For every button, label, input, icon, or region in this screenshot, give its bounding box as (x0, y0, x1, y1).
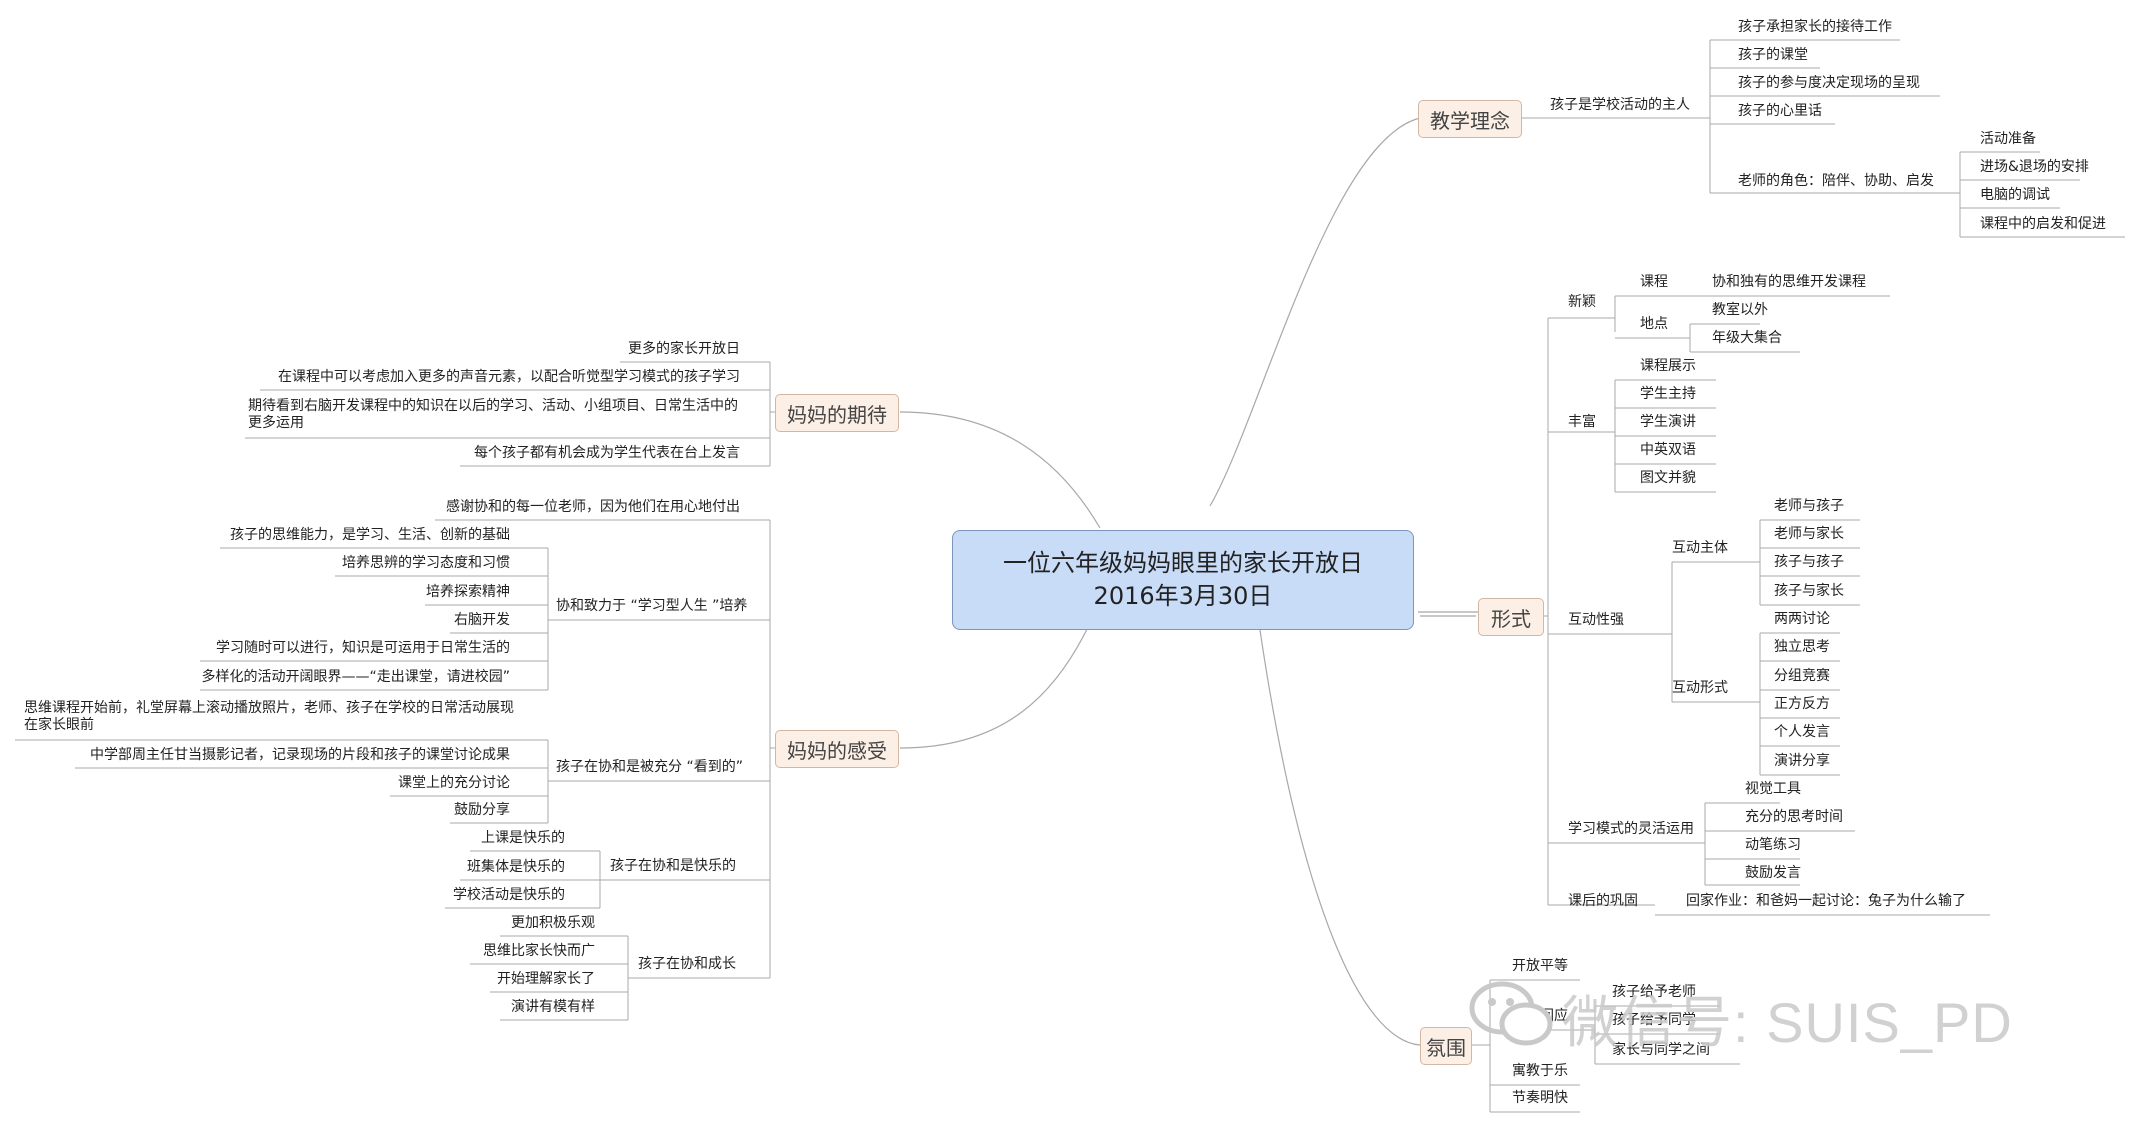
kandao-item-1[interactable]: 中学部周主任甘当摄影记者，记录现场的片段和孩子的课堂讨论成果 (90, 747, 510, 763)
xuexi-label[interactable]: 协和致力于 “学习型人生 ”培养 (556, 598, 748, 614)
chengzhang-item-2[interactable]: 开始理解家长了 (497, 971, 595, 987)
xuexi-item-4[interactable]: 学习随时可以进行，知识是可运用于日常生活的 (216, 640, 510, 656)
moshi-item-3[interactable]: 鼓励发言 (1745, 865, 1801, 881)
jiaoxue-item-4[interactable]: 老师的角色：陪伴、协助、启发 (1738, 173, 1934, 189)
chengzhang-item-1[interactable]: 思维比家长快而广 (483, 943, 595, 959)
didian-item-0[interactable]: 教室以外 (1712, 302, 1768, 318)
didian-item-1[interactable]: 年级大集合 (1712, 330, 1782, 346)
qidai-item-3[interactable]: 每个孩子都有机会成为学生代表在台上发言 (474, 445, 740, 461)
fengfu-label[interactable]: 丰富 (1568, 414, 1596, 430)
chengzhang-item-0[interactable]: 更加积极乐观 (511, 915, 595, 931)
gonggu-item[interactable]: 回家作业：和爸妈一起讨论：兔子为什么输了 (1686, 893, 1966, 909)
jiaoxue-sub[interactable]: 孩子是学校活动的主人 (1550, 97, 1690, 113)
topic-fenwei[interactable]: 氛围 (1420, 1027, 1472, 1065)
qidai-item-2[interactable]: 期待看到右脑开发课程中的知识在以后的学习、活动、小组项目、日常生活中的更多运用 (248, 398, 738, 431)
topic-ganshou-label: 妈妈的感受 (787, 738, 887, 763)
hudong-xingshi-label[interactable]: 互动形式 (1672, 680, 1728, 696)
xuexi-item-1[interactable]: 培养思辨的学习态度和习惯 (342, 555, 510, 571)
topic-ganshou[interactable]: 妈妈的感受 (775, 730, 899, 768)
fenwei-item-0[interactable]: 开放平等 (1512, 958, 1568, 974)
moshi-label[interactable]: 学习模式的灵活运用 (1568, 821, 1694, 837)
jiaoxue-item-2[interactable]: 孩子的参与度决定现场的呈现 (1738, 75, 1920, 91)
zhuti-item-2[interactable]: 孩子与孩子 (1774, 554, 1844, 570)
kuaile-label[interactable]: 孩子在协和是快乐的 (610, 858, 736, 874)
huiying-item-1[interactable]: 孩子给予同学 (1612, 1012, 1696, 1028)
qidai-item-1[interactable]: 在课程中可以考虑加入更多的声音元素，以配合听觉型学习模式的孩子学习 (278, 369, 740, 385)
kuaile-item-1[interactable]: 班集体是快乐的 (467, 859, 565, 875)
moshi-item-1[interactable]: 充分的思考时间 (1745, 809, 1843, 825)
zhuti-label[interactable]: 互动主体 (1672, 540, 1728, 556)
xingshi-item-2[interactable]: 分组竞赛 (1774, 668, 1830, 684)
ganshou-thanks[interactable]: 感谢协和的每一位老师，因为他们在用心地付出 (446, 499, 740, 515)
fengfu-item-2[interactable]: 学生演讲 (1640, 414, 1696, 430)
central-date: 2016年3月30日 (1093, 582, 1273, 610)
central-topic[interactable]: 一位六年级妈妈眼里的家长开放日 2016年3月30日 (952, 530, 1414, 630)
watermark-text: 微信号: SUIS_PD (1562, 991, 2013, 1054)
teacher-item-1[interactable]: 进场&退场的安排 (1980, 159, 2089, 175)
kuaile-item-0[interactable]: 上课是快乐的 (481, 830, 565, 846)
wechat-icon (1469, 981, 1553, 1046)
central-title: 一位六年级妈妈眼里的家长开放日 (1003, 549, 1363, 577)
jiaoxue-item-0[interactable]: 孩子承担家长的接待工作 (1738, 19, 1892, 35)
moshi-item-0[interactable]: 视觉工具 (1745, 781, 1801, 797)
xuexi-item-5[interactable]: 多样化的活动开阔眼界——“走出课堂，请进校园” (201, 669, 510, 685)
qidai-item-0[interactable]: 更多的家长开放日 (628, 341, 740, 357)
chengzhang-label[interactable]: 孩子在协和成长 (638, 956, 736, 972)
xingshi-item-3[interactable]: 正方反方 (1774, 696, 1830, 712)
moshi-item-2[interactable]: 动笔练习 (1745, 837, 1801, 853)
kandao-item-0[interactable]: 思维课程开始前，礼堂屏幕上滚动播放照片，老师、孩子在学校的日常活动展现在家长眼前 (24, 700, 514, 733)
topic-xingshi-label: 形式 (1491, 606, 1531, 631)
topic-fenwei-label: 氛围 (1426, 1035, 1466, 1060)
fengfu-item-1[interactable]: 学生主持 (1640, 386, 1696, 402)
xingshi-item-5[interactable]: 演讲分享 (1774, 753, 1830, 769)
didian-label[interactable]: 地点 (1640, 316, 1668, 332)
kecheng-label[interactable]: 课程 (1640, 274, 1668, 290)
huiying-item-2[interactable]: 家长与同学之间 (1612, 1042, 1710, 1058)
kandao-item-3[interactable]: 鼓励分享 (454, 802, 510, 818)
zhuti-item-3[interactable]: 孩子与家长 (1774, 583, 1844, 599)
kandao-item-2[interactable]: 课堂上的充分讨论 (398, 775, 510, 791)
xingshi-item-0[interactable]: 两两讨论 (1774, 611, 1830, 627)
kuaile-item-2[interactable]: 学校活动是快乐的 (453, 887, 565, 903)
teacher-item-2[interactable]: 电脑的调试 (1980, 187, 2050, 203)
gonggu-label[interactable]: 课后的巩固 (1568, 893, 1638, 909)
topic-xingshi[interactable]: 形式 (1478, 598, 1544, 636)
hudong-label[interactable]: 互动性强 (1568, 612, 1624, 628)
zhuti-item-0[interactable]: 老师与孩子 (1774, 498, 1844, 514)
topic-jiaoxue[interactable]: 教学理念 (1418, 100, 1522, 138)
kecheng-item[interactable]: 协和独有的思维开发课程 (1712, 274, 1866, 290)
xuexi-item-3[interactable]: 右脑开发 (454, 612, 510, 628)
fengfu-item-4[interactable]: 图文并貌 (1640, 470, 1696, 486)
zhuti-item-1[interactable]: 老师与家长 (1774, 526, 1844, 542)
fenwei-item-1[interactable]: 寓教于乐 (1512, 1063, 1568, 1079)
fengfu-item-0[interactable]: 课程展示 (1640, 358, 1696, 374)
jiaoxue-item-1[interactable]: 孩子的课堂 (1738, 47, 1808, 63)
xinying-label[interactable]: 新颖 (1568, 294, 1596, 310)
kandao-label[interactable]: 孩子在协和是被充分 “看到的” (556, 759, 743, 775)
fenwei-item-2[interactable]: 节奏明快 (1512, 1090, 1568, 1106)
teacher-item-3[interactable]: 课程中的启发和促进 (1980, 216, 2106, 232)
fengfu-item-3[interactable]: 中英双语 (1640, 442, 1696, 458)
xingshi-item-4[interactable]: 个人发言 (1774, 724, 1830, 740)
topic-qidai-label: 妈妈的期待 (787, 402, 887, 427)
xuexi-item-2[interactable]: 培养探索精神 (426, 584, 510, 600)
huiying-item-0[interactable]: 孩子给予老师 (1612, 984, 1696, 1000)
topic-jiaoxue-label: 教学理念 (1430, 108, 1510, 133)
xuexi-item-0[interactable]: 孩子的思维能力，是学习、生活、创新的基础 (230, 527, 510, 543)
jiaoxue-item-3[interactable]: 孩子的心里话 (1738, 103, 1822, 119)
topic-qidai[interactable]: 妈妈的期待 (775, 394, 899, 432)
chengzhang-item-3[interactable]: 演讲有模有样 (511, 999, 595, 1015)
xingshi-item-1[interactable]: 独立思考 (1774, 639, 1830, 655)
teacher-item-0[interactable]: 活动准备 (1980, 131, 2036, 147)
